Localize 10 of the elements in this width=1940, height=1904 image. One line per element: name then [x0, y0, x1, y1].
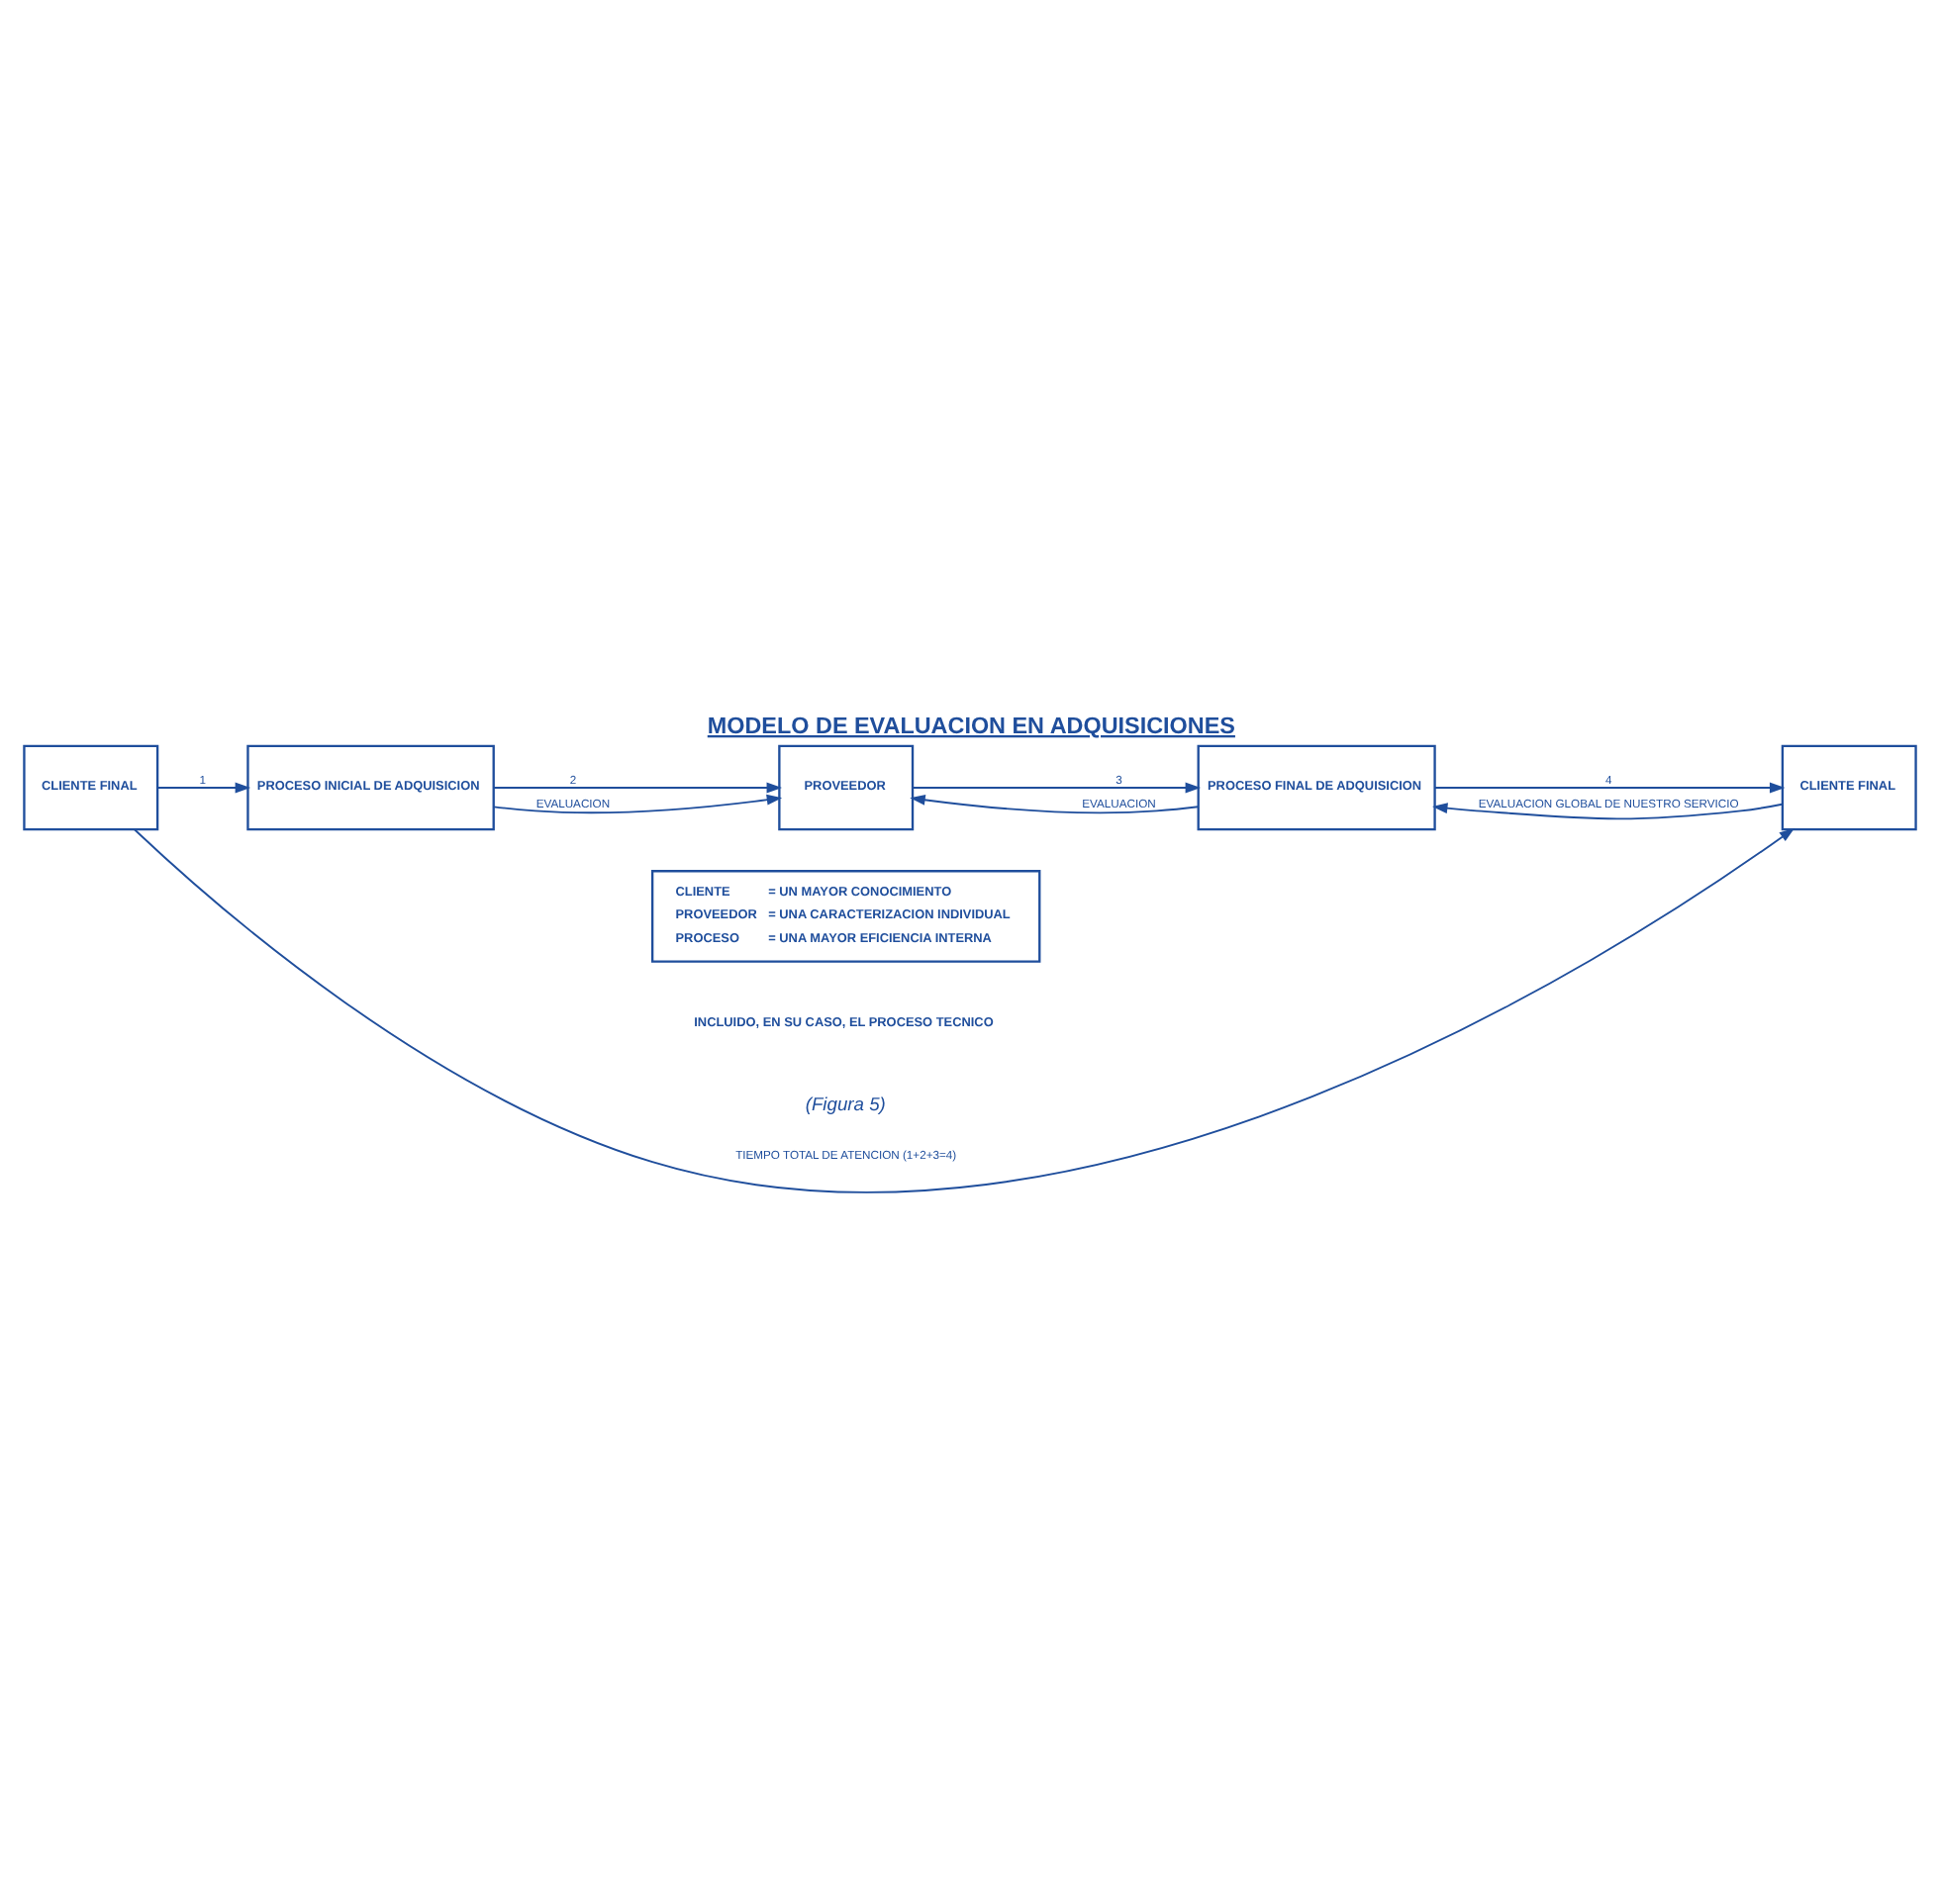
arrow [493, 794, 783, 814]
arrow [1432, 803, 1784, 820]
arrow [156, 782, 251, 794]
arrow [1433, 782, 1786, 794]
arrow [492, 782, 782, 794]
arrow [134, 827, 1795, 1193]
arrow [910, 794, 1200, 814]
arrow [912, 782, 1202, 794]
diagram-title: MODELO DE EVALUACION EN ADQUISICIONES [707, 713, 1235, 739]
caption: (Figura 5) [805, 1095, 886, 1115]
